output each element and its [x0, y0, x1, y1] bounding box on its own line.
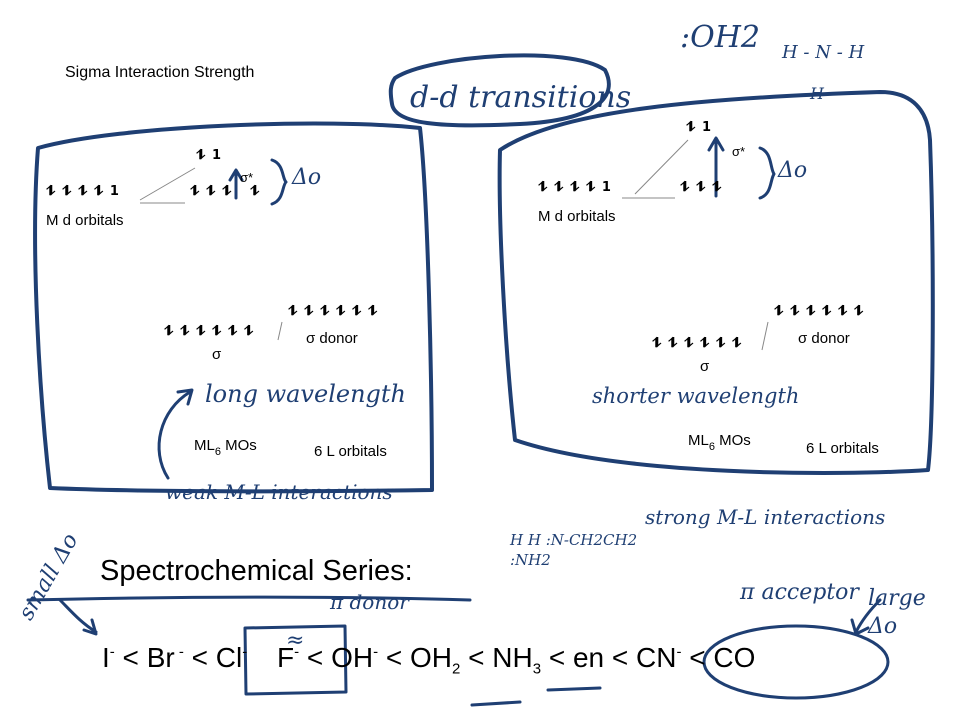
right-arrow	[707, 136, 725, 198]
pi-acceptor-note: π acceptor	[740, 580, 859, 605]
right-ligand-orbitals: ⥮ ⥮ ⥮ ⥮ ⥮ ⥮	[774, 304, 865, 319]
oh2-underline	[470, 700, 522, 707]
right-metal-orbitals: ⥮ ⥮ ⥮ ⥮ 1	[538, 180, 612, 195]
right-diagram-border	[497, 90, 935, 475]
left-sigma-star-pair: ⥮ 1	[196, 148, 223, 163]
left-ligand-label: σ donor	[306, 330, 358, 347]
left-interaction-note: weak M-L interactions	[165, 480, 393, 504]
pi-donor-box	[243, 624, 348, 696]
page-title: Sigma Interaction Strength	[65, 64, 255, 81]
left-l-orbitals-label: 6 L orbitals	[314, 443, 387, 460]
right-l-orbitals-label: 6 L orbitals	[806, 440, 879, 457]
left-metal-label: M d orbitals	[46, 212, 124, 229]
large-delta-note: large Δo	[868, 586, 926, 639]
series-title: Spectrochemical Series:	[100, 555, 413, 587]
left-metal-orbitals: ⥮ ⥮ ⥮ ⥮ 1	[46, 184, 120, 199]
right-sigma-star-pair: ⥮ 1	[686, 120, 713, 135]
left-sigma-star-label: σ*	[240, 170, 254, 185]
left-t2g: ⥮ ⥮ ⥮	[190, 184, 233, 199]
pi-acceptor-circle	[702, 624, 890, 700]
left-wavelength-note: long wavelength	[205, 380, 406, 408]
ammonia-h-bottom: H	[810, 84, 824, 103]
ammonia-structure: H - N - H	[782, 42, 865, 63]
series-underline	[26, 595, 472, 602]
right-bonding-orbitals: ⥮ ⥮ ⥮ ⥮ ⥮ ⥮	[652, 336, 743, 351]
dd-bubble	[388, 53, 611, 128]
nh3-underline	[546, 686, 602, 692]
left-diagram-border	[33, 121, 434, 494]
left-bonding-orbitals: ⥮ ⥮ ⥮ ⥮ ⥮ ⥮	[164, 324, 255, 339]
right-wavelength-note: shorter wavelength	[592, 384, 800, 408]
left-arrow	[228, 168, 244, 200]
right-sigma-star-label: σ*	[732, 144, 746, 159]
dd-transitions-note: d-d transitions	[410, 80, 632, 115]
right-ligand-label: σ donor	[798, 330, 850, 347]
right-metal-label: M d orbitals	[538, 208, 616, 225]
spectrochemical-series: I- < Br - < Cl- F- < OH- < OH2 < NH3 < e…	[102, 642, 756, 678]
right-bonding-label: σ	[700, 358, 710, 375]
left-t2g-extra: ⥮	[250, 184, 261, 199]
small-delta-arrow	[58, 598, 98, 636]
en-structure: H H :N-CH2CH2 :NH2	[510, 531, 638, 569]
left-ligand-orbitals: ⥮ ⥮ ⥮ ⥮ ⥮ ⥮	[288, 304, 379, 319]
left-delta-label: Δo	[292, 165, 322, 190]
right-mo-label: ML6 MOs	[688, 432, 751, 453]
right-delta-label: Δo	[778, 158, 808, 183]
left-delta-brace	[270, 158, 288, 206]
right-delta-brace	[758, 146, 776, 200]
right-t2g: ⥮ ⥮ ⥮	[680, 180, 723, 195]
left-bonding-label: σ	[212, 346, 222, 363]
pi-donor-note: π donor	[330, 590, 409, 614]
weak-arrow	[157, 388, 194, 480]
right-interaction-note: strong M-L interactions	[645, 505, 886, 529]
water-structure: :OH2	[680, 20, 760, 55]
approx-mark: ≈	[286, 628, 305, 653]
left-mo-label: ML6 MOs	[194, 437, 257, 458]
